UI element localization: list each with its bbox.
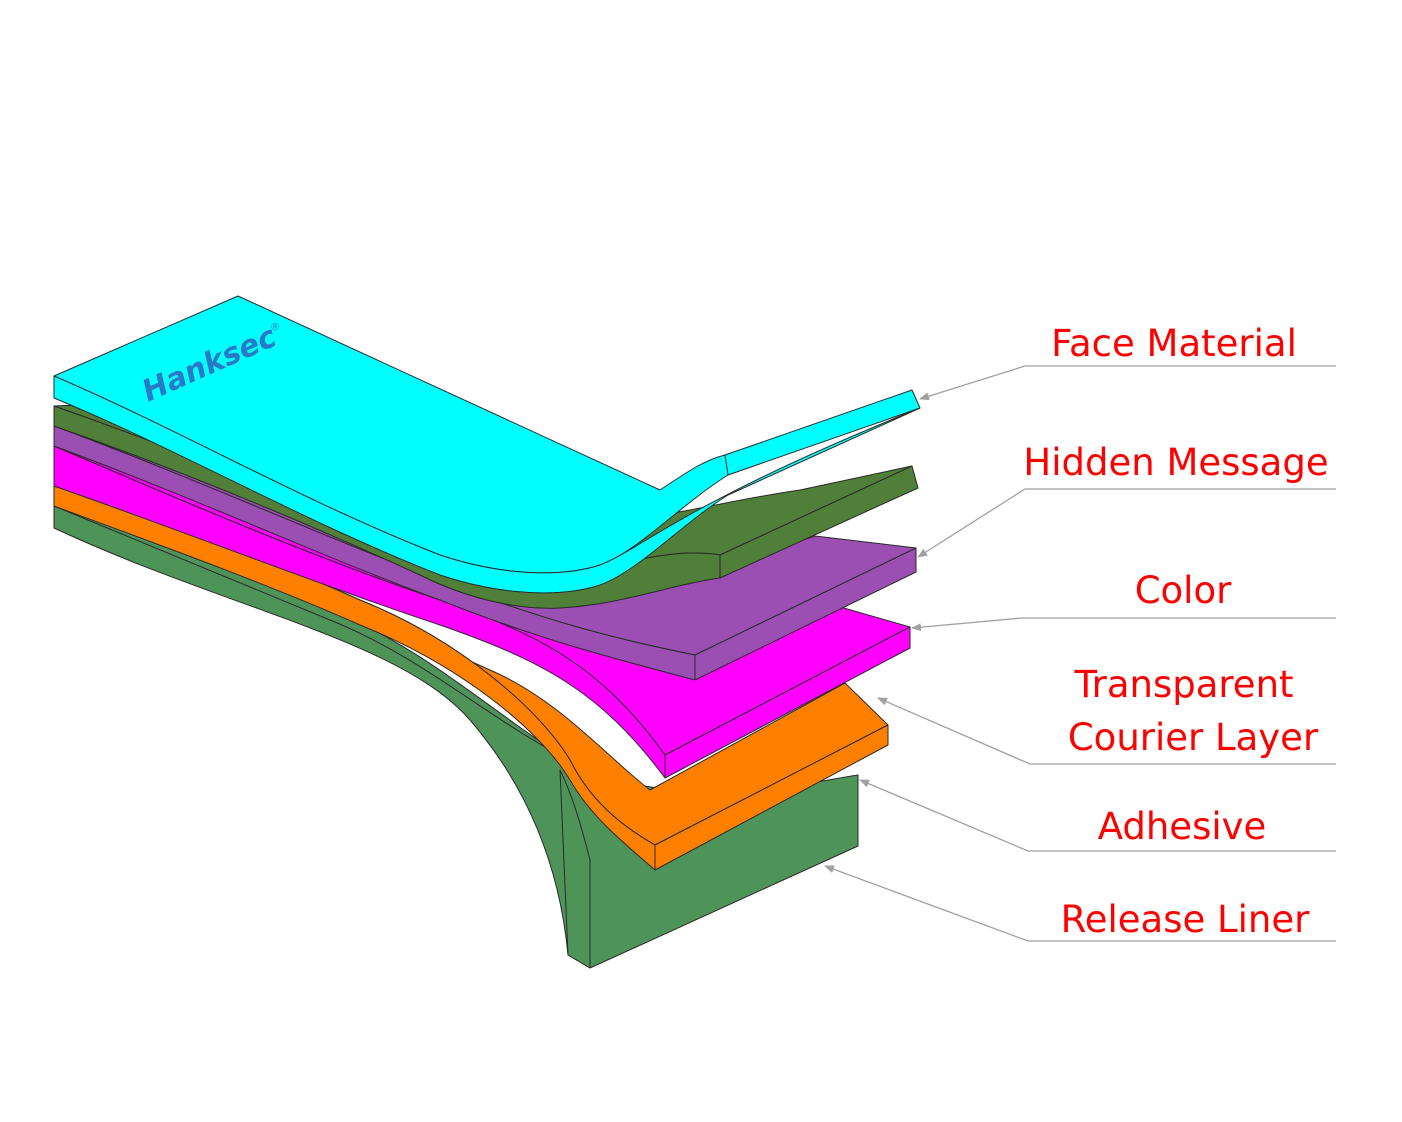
leader-release-liner (824, 865, 1336, 942)
label-color: Color (1135, 569, 1232, 612)
layer-labels: Face Material Hidden Message Color Trans… (1023, 322, 1328, 941)
label-face-material: Face Material (1051, 322, 1297, 365)
leader-transparent-courier-layer (877, 697, 1336, 765)
color-end-face (694, 547, 917, 681)
label-transparent: Transparent (1073, 663, 1293, 706)
label-hidden-message: Hidden Message (1023, 441, 1328, 484)
leader-color (911, 617, 1336, 632)
label-courier-layer: Courier Layer (1068, 716, 1319, 759)
face-material-front-face (53, 375, 921, 594)
face-material-fold-line (724, 454, 729, 476)
hidden-message-end-face (719, 465, 919, 579)
adhesive-layer (53, 485, 889, 871)
leader-adhesive (859, 779, 1336, 852)
adhesive-end-face (654, 724, 889, 871)
face-material-layer: Hanksec ® (53, 295, 921, 594)
courier-end-face (664, 626, 911, 779)
leader-hidden-message (917, 488, 1336, 558)
registered-mark: ® (270, 322, 280, 333)
label-adhesive: Adhesive (1098, 805, 1267, 848)
label-release-liner: Release Liner (1061, 898, 1310, 941)
leader-lines (824, 365, 1336, 942)
release-liner-end-face (559, 769, 591, 969)
leader-face-material (919, 365, 1336, 401)
